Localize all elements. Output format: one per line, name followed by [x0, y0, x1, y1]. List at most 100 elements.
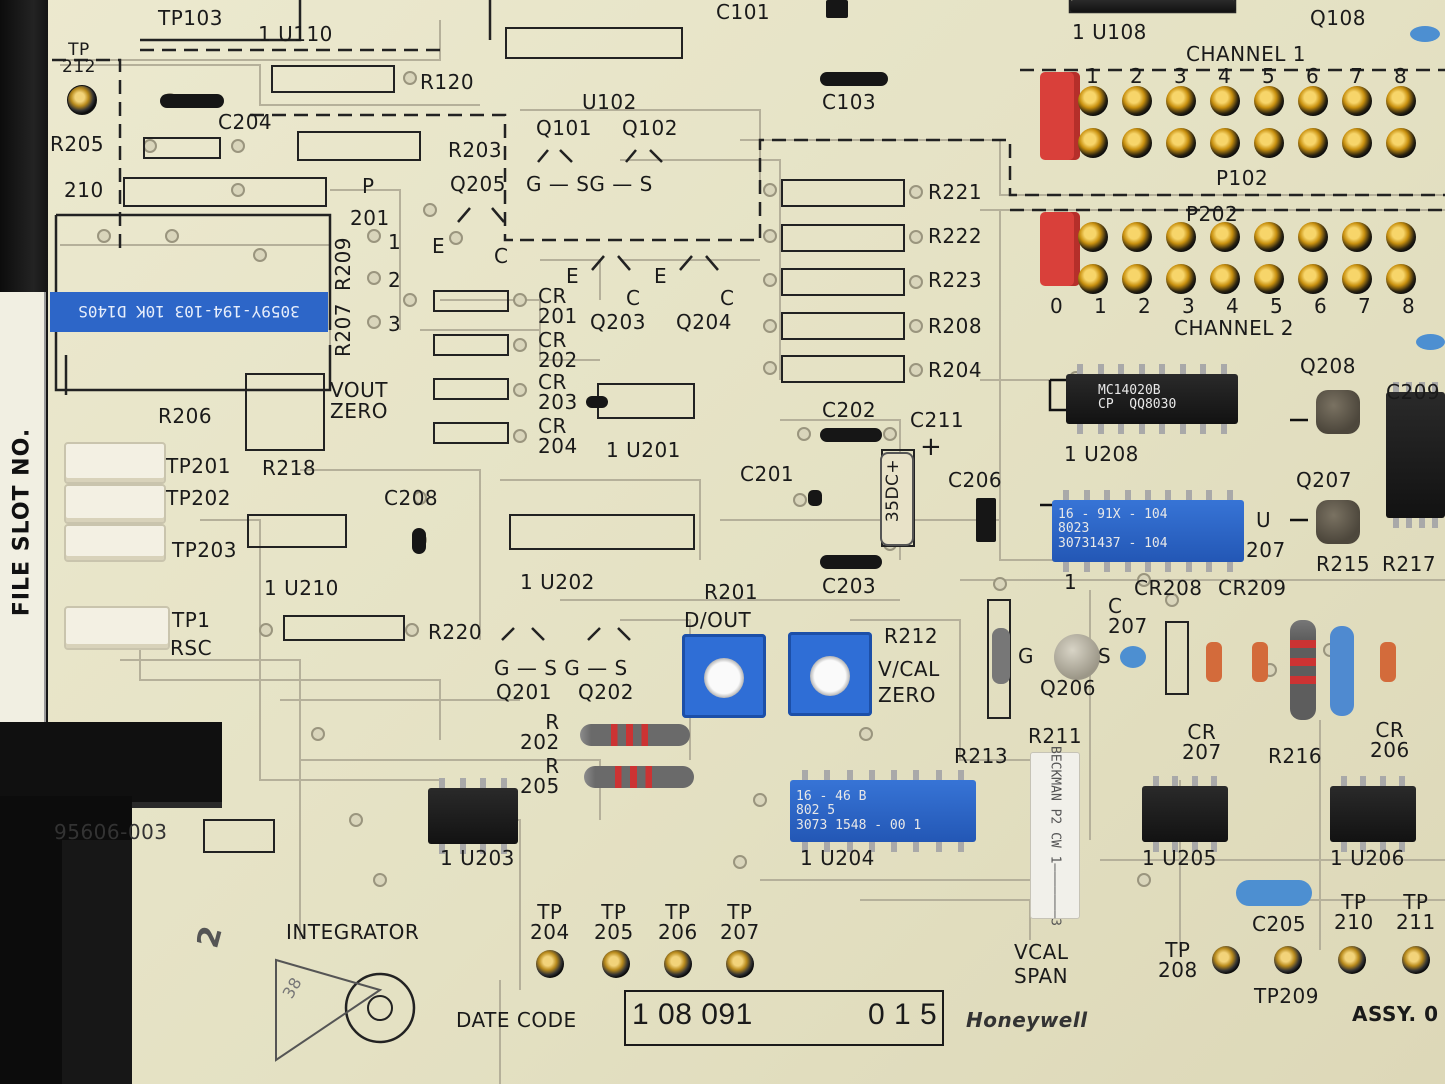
label-q204: Q204	[676, 310, 732, 334]
transistor-q207	[1316, 500, 1360, 544]
tp202-block[interactable]	[64, 484, 166, 524]
label-u: U	[1256, 508, 1272, 532]
beckman-trimmer-r211[interactable]: BECKMAN P2 CW 1———————3	[1030, 745, 1080, 926]
label-p202: P202	[1186, 202, 1239, 226]
capacitor-c211	[880, 452, 914, 546]
pin-number-label: 3	[1182, 294, 1196, 318]
label-p201b: 201	[350, 206, 390, 230]
label-q201: Q201	[496, 680, 552, 704]
test-post-tp204[interactable]	[536, 950, 564, 978]
test-post-tp212[interactable]	[68, 86, 96, 114]
label-r220: R220	[428, 620, 483, 644]
label-c205: C205	[1252, 912, 1307, 936]
pot-knob-r201[interactable]	[704, 658, 744, 698]
ic-mc14020b: MC14020B CP QQ8030	[1066, 364, 1238, 434]
ic-legs	[432, 778, 514, 788]
connector-pin	[1210, 222, 1240, 252]
pin-number-label: 1	[1086, 64, 1100, 88]
connector-pin	[1342, 86, 1372, 116]
pin-number-label: 7	[1350, 64, 1364, 88]
label-cr208: CR208	[1134, 576, 1203, 600]
connector-pin	[1386, 128, 1416, 158]
label-v-cal-zero: V/CAL ZERO	[878, 657, 940, 707]
label-u210: 1 U210	[264, 576, 339, 600]
pot-knob-r212[interactable]	[810, 656, 850, 696]
connector-pin	[1122, 264, 1152, 294]
label-q101: Q101	[536, 116, 592, 140]
label-tp209: TP209	[1254, 984, 1319, 1008]
label-e-q203: E	[566, 264, 580, 288]
connector-pin	[1166, 222, 1196, 252]
label-r207: R207	[331, 302, 356, 358]
res-net-207-marking: 16 - 91X - 104 8023 30731437 - 104	[1058, 507, 1168, 551]
label-g-s-g-s-bot: G — S G — S	[494, 656, 628, 680]
connector-pin	[1298, 86, 1328, 116]
label-u102: U102	[582, 90, 637, 114]
blue-capacitor-c205	[1236, 880, 1312, 906]
label-r201: R201	[704, 580, 759, 604]
transistor-q206	[1054, 634, 1100, 680]
diode-cr206	[1380, 642, 1396, 682]
ic-legs	[1056, 490, 1240, 500]
test-post-tp211[interactable]	[1402, 946, 1430, 974]
date-code-box	[624, 990, 944, 1046]
resistor-r216	[1290, 620, 1316, 720]
label-cr203: CR 203	[538, 370, 578, 414]
connector-pin	[1078, 128, 1108, 158]
label-1-res-net: 1	[1064, 570, 1078, 594]
connector-pin	[1254, 128, 1284, 158]
test-post-tp208[interactable]	[1212, 946, 1240, 974]
test-post-tp205[interactable]	[602, 950, 630, 978]
ic-mc14020b-marking: MC14020B CP QQ8030	[1098, 383, 1177, 413]
label-u110: 1 U110	[258, 22, 333, 46]
label-tp202: TP202	[166, 486, 231, 510]
ic-legs	[1146, 776, 1224, 786]
label-cr202: CR 202	[538, 328, 578, 372]
label-r216: R216	[1268, 744, 1323, 768]
label-c207: C 207	[1108, 594, 1148, 638]
ic-legs	[1334, 842, 1412, 852]
test-post-tp209[interactable]	[1274, 946, 1302, 974]
label-c-q204: C	[720, 286, 735, 310]
red-capacitor-ch2	[1040, 212, 1080, 286]
pin-number-label: 4	[1226, 294, 1240, 318]
label-r222: R222	[928, 224, 983, 248]
label-tp212: TP 212	[62, 40, 96, 77]
label-vout-zero: VOUT ZERO	[330, 378, 388, 423]
label-c-q203: C	[626, 286, 641, 310]
tp1-block[interactable]	[64, 606, 170, 650]
label-r212: R212	[884, 624, 939, 648]
v-cal-zero-potentiometer[interactable]	[788, 632, 872, 716]
label-c101: C101	[716, 0, 771, 24]
label-tp203: TP203	[172, 538, 237, 562]
label-r223: R223	[928, 268, 983, 292]
resistor-r205	[584, 766, 694, 788]
d-out-potentiometer[interactable]	[682, 634, 766, 718]
label-c204: C204	[218, 110, 273, 134]
connector-pin	[1254, 264, 1284, 294]
pin-number-label: 7	[1358, 294, 1372, 318]
pin-number-label: 6	[1306, 64, 1320, 88]
red-capacitor-ch1	[1040, 72, 1080, 160]
label-207: 207	[1246, 538, 1286, 562]
ic-legs	[794, 842, 972, 852]
resistor-blue-axial	[1330, 626, 1354, 716]
ic-u206	[1330, 776, 1416, 852]
label-c103: C103	[822, 90, 877, 114]
ic-legs	[1070, 364, 1234, 374]
pin-number-label: 4	[1218, 64, 1232, 88]
label-tp201: TP201	[166, 454, 231, 478]
label-p102: P102	[1216, 166, 1269, 190]
test-post-tp206[interactable]	[664, 950, 692, 978]
tp203-block[interactable]	[64, 524, 166, 562]
tp201-block[interactable]	[64, 442, 166, 484]
file-slot-tag: FILE SLOT NO.	[0, 292, 46, 742]
test-post-tp210[interactable]	[1338, 946, 1366, 974]
label-cr206: CR 206	[1370, 718, 1410, 762]
connector-pin	[1254, 86, 1284, 116]
ic-legs	[1390, 382, 1441, 392]
label-pin1: 1	[388, 230, 402, 254]
label-rsc: RSC	[170, 636, 213, 660]
test-post-tp207[interactable]	[726, 950, 754, 978]
ic-legs	[432, 844, 514, 854]
